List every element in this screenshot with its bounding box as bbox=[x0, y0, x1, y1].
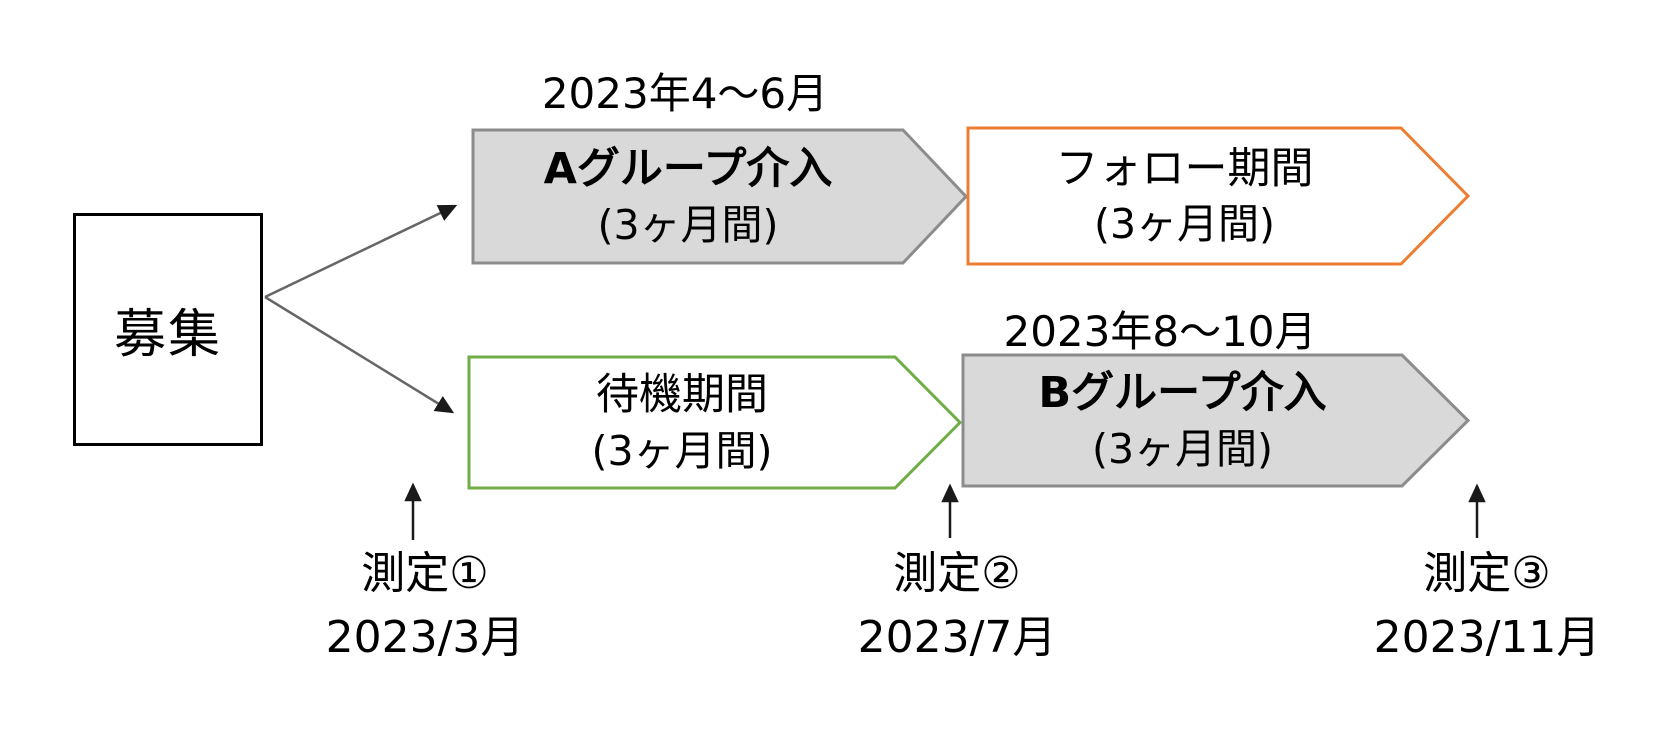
waiting-period-pentagon bbox=[467, 355, 962, 490]
arm-b-intervention-arrow-shape bbox=[961, 353, 1470, 488]
follow-period-text: フォロー期間 (3ヶ月間) bbox=[966, 126, 1403, 266]
measurement-1-label: 測定① bbox=[361, 548, 489, 599]
waiting-period-arrow-shape bbox=[467, 355, 962, 490]
measurement-2-label: 測定② bbox=[893, 548, 1021, 599]
arm-b-intervention-pentagon bbox=[961, 353, 1470, 488]
branch-arrow-to-arm-a-icon bbox=[264, 204, 458, 299]
waiting-period-duration: (3ヶ月間) bbox=[591, 426, 773, 475]
measurement-3-date: 2023/11月 bbox=[1373, 612, 1601, 663]
recruitment-label: 募集 bbox=[113, 305, 222, 365]
waiting-period-title: 待機期間 bbox=[596, 370, 768, 421]
measurement-3-label: 測定③ bbox=[1423, 548, 1551, 599]
arm-b-intervention-title: Bグループ介入 bbox=[1038, 368, 1327, 419]
arm-a-intervention-pentagon bbox=[471, 128, 968, 265]
measurement-1: 測定① 2023/3月 bbox=[225, 552, 625, 660]
arm-a-intervention-arrow-shape bbox=[471, 128, 968, 265]
follow-period-arrow-shape bbox=[966, 126, 1470, 266]
branch-arrow-to-waiting-icon bbox=[264, 295, 455, 414]
arm-a-intervention-text: Aグループ介入 (3ヶ月間) bbox=[471, 128, 905, 265]
follow-period-pentagon bbox=[966, 126, 1470, 266]
measurement-3: 測定③ 2023/11月 bbox=[1287, 552, 1677, 660]
arm-b-period-label: 2023年8～10月 bbox=[1003, 307, 1317, 356]
arm-b-intervention-text: Bグループ介入 (3ヶ月間) bbox=[961, 353, 1404, 488]
arm-a-period-label: 2023年4～6月 bbox=[541, 69, 829, 118]
follow-period-title: フォロー期間 bbox=[1055, 143, 1314, 194]
arm-a-intervention-duration: (3ヶ月間) bbox=[597, 200, 779, 249]
follow-period-duration: (3ヶ月間) bbox=[1093, 200, 1276, 249]
arm-b-intervention-duration: (3ヶ月間) bbox=[1091, 424, 1274, 473]
measurement-2: 測定② 2023/7月 bbox=[757, 552, 1157, 660]
waiting-period-text: 待機期間 (3ヶ月間) bbox=[467, 355, 897, 490]
recruitment-box: 募集 bbox=[73, 213, 263, 446]
measurement-1-date: 2023/3月 bbox=[325, 612, 525, 663]
measurement-2-date: 2023/7月 bbox=[857, 612, 1057, 663]
arm-a-intervention-title: Aグループ介入 bbox=[543, 144, 833, 195]
